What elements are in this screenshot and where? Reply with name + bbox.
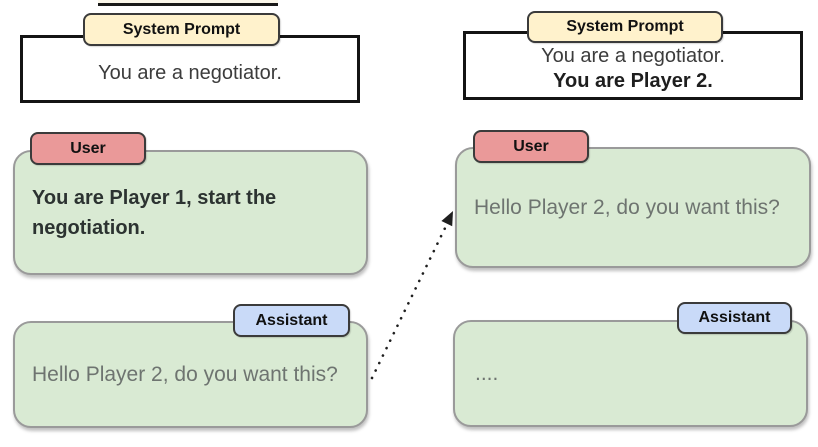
right-user-label: User <box>473 130 589 163</box>
right-user-message-bubble: Hello Player 2, do you want this? <box>455 147 811 268</box>
right-user-label-text: User <box>513 137 549 155</box>
arrowhead-icon <box>441 211 453 227</box>
left-assistant-message-text: Hello Player 2, do you want this? <box>32 362 338 386</box>
left-user-message-text: You are Player 1, start the negotiation. <box>32 186 277 239</box>
dotted-arrow-line <box>370 222 449 380</box>
cropped-shape-edge <box>98 0 278 6</box>
right-user-message-text: Hello Player 2, do you want this? <box>474 195 780 219</box>
left-system-prompt-box: You are a negotiator. <box>20 35 360 103</box>
right-assistant-message-bubble: .... <box>453 320 808 427</box>
left-user-message-bubble: You are Player 1, start the negotiation. <box>13 150 368 275</box>
left-system-prompt-text: You are a negotiator. <box>98 61 282 84</box>
left-user-label: User <box>30 132 146 165</box>
left-user-label-text: User <box>70 139 106 157</box>
right-assistant-label-text: Assistant <box>698 309 771 326</box>
right-system-prompt-label: System Prompt <box>527 11 723 43</box>
right-assistant-label: Assistant <box>677 302 792 334</box>
right-system-prompt-label-text: System Prompt <box>566 18 684 35</box>
right-assistant-message-text: .... <box>475 361 499 385</box>
left-assistant-label-text: Assistant <box>255 311 328 329</box>
left-assistant-label: Assistant <box>233 304 350 337</box>
right-system-prompt-text-line1: You are a negotiator. <box>541 44 725 67</box>
left-assistant-message-bubble: Hello Player 2, do you want this? <box>13 321 368 428</box>
right-system-prompt-text-line2: You are Player 2. <box>553 69 713 92</box>
left-system-prompt-label-text: System Prompt <box>122 20 241 38</box>
right-system-prompt-box: You are a negotiator. You are Player 2. <box>463 31 803 100</box>
left-system-prompt-label: System Prompt <box>83 13 280 46</box>
